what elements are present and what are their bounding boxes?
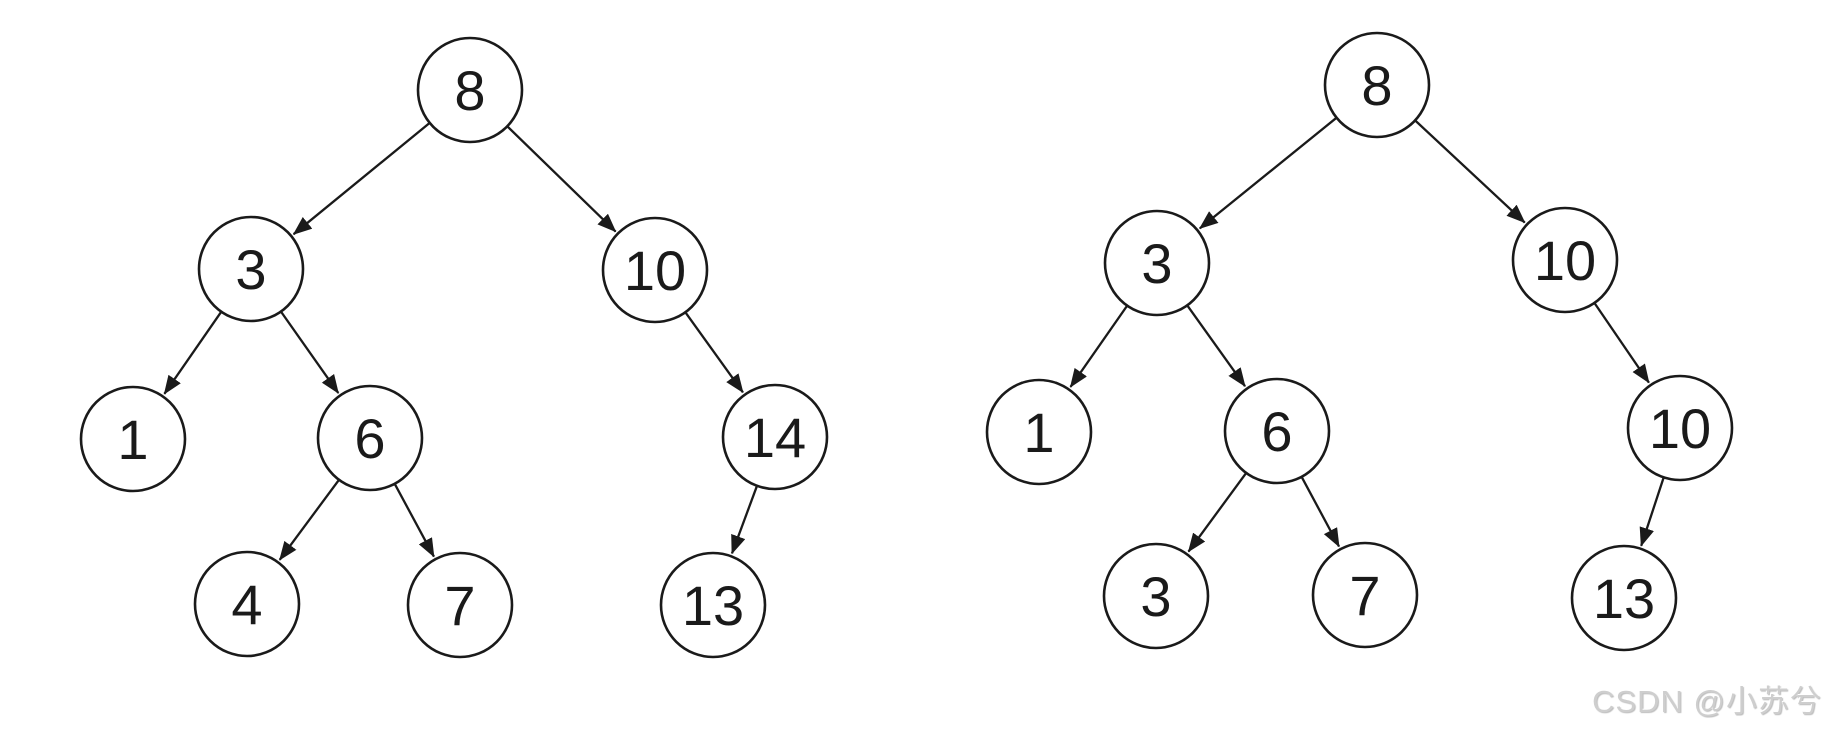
tree-node-a8: 8 (416, 36, 524, 144)
node-circle (1511, 206, 1619, 314)
node-label: 8 (454, 59, 485, 122)
edge-b6-b7 (1300, 476, 1341, 548)
tree-node-a6: 6 (316, 384, 424, 492)
node-label: 10 (624, 239, 686, 302)
tree-node-b10: 10 (1511, 206, 1619, 314)
tree-node-a7: 7 (406, 551, 514, 659)
edge-a3-a1 (163, 311, 223, 395)
node-circle (985, 378, 1093, 486)
node-label: 4 (231, 573, 262, 636)
node-circle (193, 550, 301, 658)
edge-b8-b10 (1414, 119, 1526, 224)
right-tree: 8 3 10 1 6 10 3 7 13 (985, 31, 1734, 652)
node-label: 6 (354, 407, 385, 470)
tree-node-a14: 14 (721, 383, 829, 491)
node-label: 10 (1649, 397, 1711, 460)
tree-node-a4: 4 (193, 550, 301, 658)
node-circle (659, 551, 767, 659)
node-circle (416, 36, 524, 144)
node-label: 6 (1261, 400, 1292, 463)
tree-node-a13: 13 (659, 551, 767, 659)
edge-a8-a10 (506, 125, 617, 233)
tree-node-b1: 1 (985, 378, 1093, 486)
tree-node-b10b: 10 (1626, 374, 1734, 482)
tree-node-b8: 8 (1323, 31, 1431, 139)
node-label: 13 (1593, 567, 1655, 630)
node-circle (1570, 544, 1678, 652)
node-label: 3 (235, 238, 266, 301)
node-circle (1626, 374, 1734, 482)
edge-b10-b10b (1593, 302, 1650, 384)
edge-b3-b1 (1069, 304, 1129, 388)
edge-b6-b3b (1187, 472, 1248, 553)
node-circle (79, 385, 187, 493)
node-label: 8 (1361, 54, 1392, 117)
tree-node-a3: 3 (197, 215, 305, 323)
node-circle (316, 384, 424, 492)
node-circle (1223, 377, 1331, 485)
node-label: 1 (117, 408, 148, 471)
csdn-watermark: CSDN @小苏兮 (1592, 684, 1822, 719)
tree-node-a1: 1 (79, 385, 187, 493)
tree-node-b6: 6 (1223, 377, 1331, 485)
node-label: 1 (1023, 401, 1054, 464)
edge-b10b-b13 (1639, 477, 1665, 547)
node-circle (1102, 542, 1210, 650)
node-circle (721, 383, 829, 491)
node-circle (1323, 31, 1431, 139)
node-label: 3 (1141, 232, 1172, 295)
edge-a14-a13 (730, 485, 759, 555)
node-circle (1103, 209, 1211, 317)
left-tree: 8 3 10 1 6 14 4 7 13 (79, 36, 829, 659)
node-circle (197, 215, 305, 323)
node-label: 10 (1534, 229, 1596, 292)
edge-a10-a14 (684, 311, 744, 394)
tree-node-b3: 3 (1103, 209, 1211, 317)
edge-a8-a3 (292, 122, 431, 236)
edge-a3-a6 (279, 310, 340, 394)
tree-node-a10: 10 (601, 216, 709, 324)
tree-node-b3b: 3 (1102, 542, 1210, 650)
edge-a6-a7 (393, 483, 435, 558)
edge-b8-b3 (1199, 116, 1338, 230)
node-circle (406, 551, 514, 659)
edge-a6-a4 (278, 479, 340, 561)
node-circle (601, 216, 709, 324)
tree-node-b13: 13 (1570, 544, 1678, 652)
node-label: 7 (1349, 564, 1380, 627)
node-label: 14 (744, 406, 806, 469)
tree-node-b7: 7 (1311, 541, 1419, 649)
node-circle (1311, 541, 1419, 649)
node-label: 13 (682, 574, 744, 637)
node-label: 3 (1140, 565, 1171, 628)
edge-b3-b6 (1186, 304, 1246, 388)
node-label: 7 (444, 574, 475, 637)
